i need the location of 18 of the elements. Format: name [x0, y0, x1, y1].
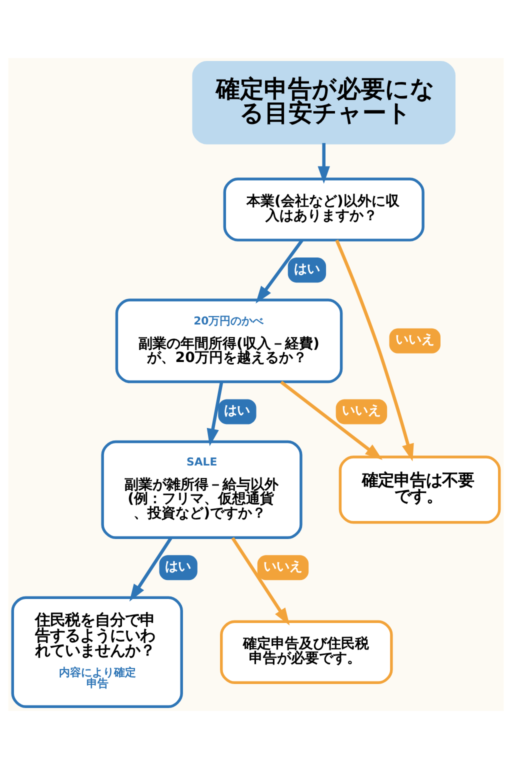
node-box: 本業(会社など)以外に収入はありますか？: [223, 177, 424, 241]
edge-label: はい: [294, 261, 320, 276]
edge-label: いいえ: [342, 403, 381, 418]
edge-label: いいえ: [263, 558, 302, 574]
arrow: [129, 536, 172, 602]
edge-label: はい: [165, 558, 192, 574]
node-box: 確定申告及び住民税申告が必要です。: [220, 620, 393, 684]
arrow: [206, 381, 224, 446]
node-box: 確定申告が必要になる目安チャート: [192, 60, 456, 144]
node-box: 住民税を自分で申告するようにいわれていませんか？ 内容により確定申告: [11, 596, 183, 708]
node-box: SALE 副業が雑所得－給与以外(例：フリマ、仮想通貨、投資など)ですか？: [101, 440, 302, 539]
node-box: 20万円のかべ 副業の年間所得(収入－経費)が、20万円を越えるか？: [115, 298, 343, 383]
edge-label: いいえ: [395, 332, 434, 348]
arrow: [280, 380, 383, 460]
node-box: 確定申告は不要です。: [338, 455, 501, 524]
arrow: [318, 142, 330, 184]
arrow: [231, 536, 290, 625]
edge-label: はい: [224, 403, 250, 418]
